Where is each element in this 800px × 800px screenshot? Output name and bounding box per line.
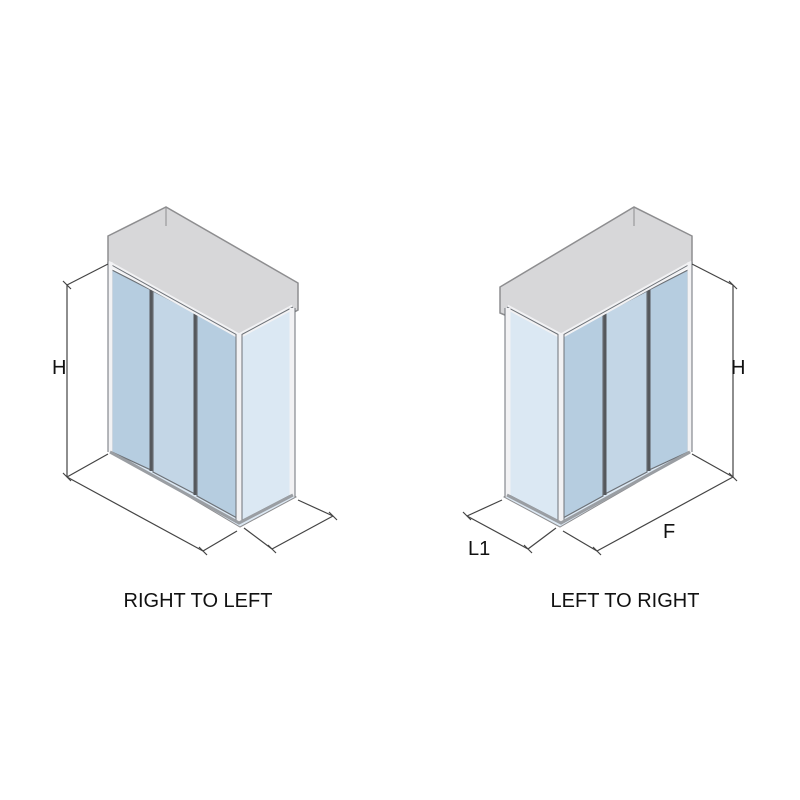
- bottom-rail: [109, 450, 294, 525]
- front-glass-panel-right: [196, 313, 238, 520]
- width-dimension: [562, 476, 734, 556]
- left-to-right-diagram: H F L1 LEFT TO RIGHT: [462, 206, 745, 612]
- front-glass-panel-left: [562, 313, 604, 520]
- front-glass-panel-right: [648, 269, 689, 471]
- right-to-left-diagram: H RIGHT TO LEFT: [52, 206, 338, 612]
- width-dimension: [66, 476, 238, 556]
- width-label: F: [663, 521, 675, 543]
- front-glass-panel-middle: [604, 290, 648, 495]
- depth-dimension: [243, 499, 338, 554]
- front-glass-panel-left: [111, 269, 152, 471]
- depth-dimension: [462, 499, 557, 554]
- side-glass-panel: [240, 309, 292, 522]
- bottom-rail: [506, 450, 691, 525]
- side-glass-panel: [508, 309, 560, 522]
- caption-left-to-right: LEFT TO RIGHT: [551, 590, 700, 612]
- height-label: H: [52, 357, 66, 379]
- front-glass-panel-middle: [152, 290, 196, 495]
- height-label: H: [731, 357, 745, 379]
- height-dimension: [691, 263, 738, 482]
- caption-right-to-left: RIGHT TO LEFT: [124, 590, 273, 612]
- depth-label: L1: [468, 538, 490, 560]
